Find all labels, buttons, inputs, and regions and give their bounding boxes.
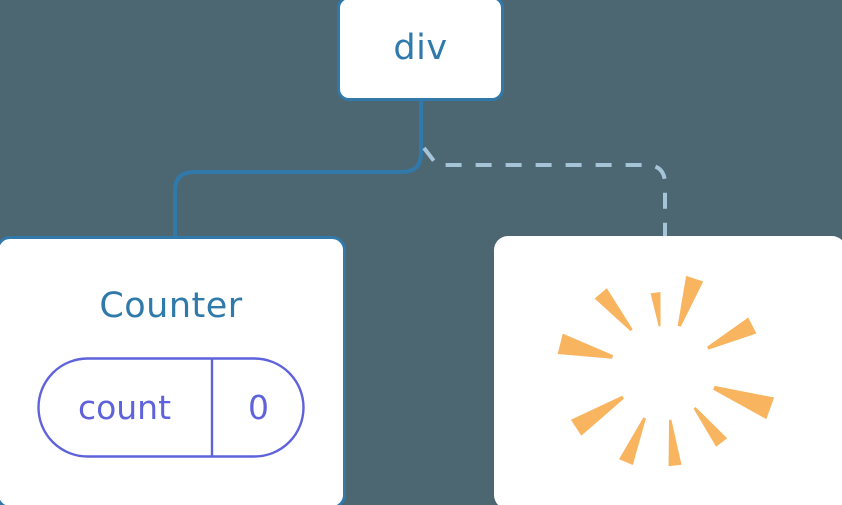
sparkle-ray-3 xyxy=(594,288,633,332)
sparkle-ray-9 xyxy=(713,385,775,420)
sparkle-burst-icon xyxy=(557,275,775,467)
state-key: count xyxy=(77,388,172,427)
sparkle-ray-2 xyxy=(650,291,661,327)
state-value: 0 xyxy=(248,388,269,427)
node-rerender[interactable] xyxy=(494,236,842,505)
edge-div-to-sparkle xyxy=(422,146,667,238)
sparkle-ray-7 xyxy=(668,419,682,467)
sparkle-ray-10 xyxy=(707,317,757,350)
edge-div-to-counter xyxy=(173,101,423,238)
sparkle-ray-8 xyxy=(693,407,728,447)
state-pill-outline xyxy=(37,357,305,458)
state-pill: count 0 xyxy=(37,357,305,458)
node-div-label: div xyxy=(393,28,448,68)
sparkle-ray-6 xyxy=(619,417,646,465)
node-counter-label: Counter xyxy=(99,286,243,326)
sparkle-ray-1 xyxy=(677,275,704,327)
sparkle-ray-5 xyxy=(570,395,624,436)
state-pill-shape xyxy=(37,357,305,458)
node-div[interactable]: div xyxy=(337,0,504,101)
sparkle-ray-4 xyxy=(557,333,614,359)
node-counter[interactable]: Counter count 0 xyxy=(0,236,346,505)
